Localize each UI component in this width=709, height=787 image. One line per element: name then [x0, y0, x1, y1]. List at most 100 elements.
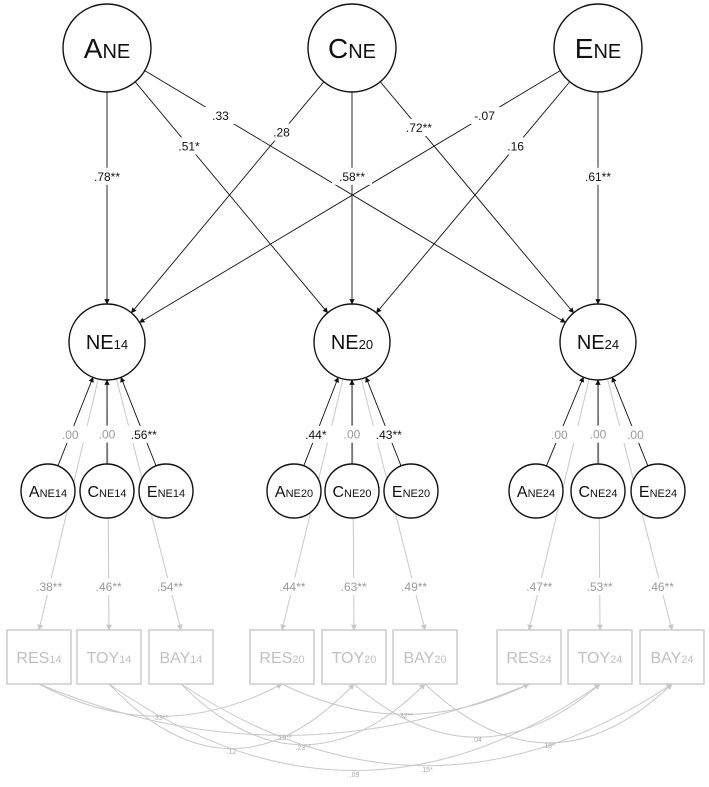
loading-label-res20: .44** — [279, 580, 305, 594]
path-label-bg — [296, 425, 335, 443]
covariance-label-bay20-bay24: .18* — [542, 743, 555, 750]
path-e-ne20 — [376, 81, 571, 314]
observed-name: RES24 — [506, 650, 551, 667]
observed-box — [639, 629, 705, 685]
specific-e24: ENE24 — [630, 463, 686, 519]
observed-box — [392, 629, 458, 685]
covariance-res20-res24 — [275, 678, 530, 715]
factor-ne20: NE20 — [313, 303, 391, 381]
specific-circle — [266, 463, 322, 519]
loading-label-toy20: .63** — [341, 580, 367, 594]
observed-name: TOY14 — [87, 650, 132, 667]
loading-label-bay20: .49** — [401, 580, 427, 594]
loading-label-bg — [88, 578, 129, 595]
path-label-bg — [88, 425, 126, 443]
specific-name: ENE20 — [392, 484, 430, 501]
specific-name: CNE24 — [578, 484, 617, 501]
observed-name: TOY24 — [578, 650, 623, 667]
path-label-e-ne14: -.07 — [474, 109, 495, 123]
factor-name: NE14 — [86, 332, 128, 354]
latent-c: CNE — [307, 3, 397, 93]
path-e20-ne20 — [365, 376, 402, 467]
covariance-label-bay14-bay24: .15* — [420, 767, 433, 774]
path-label-bg — [51, 425, 90, 443]
specific-name: ANE20 — [275, 484, 313, 501]
path-label-c-ne20: .58** — [339, 170, 365, 184]
specific-a24: ANE24 — [508, 463, 564, 519]
observed-box — [148, 629, 214, 685]
loading-label-toy24: .53** — [587, 580, 613, 594]
observed-name: BAY24 — [650, 650, 693, 667]
path-label-bg — [495, 137, 536, 155]
observed-bay14: BAY14 — [148, 629, 214, 685]
path-label-bg — [578, 167, 618, 185]
observed-res14: RES14 — [6, 629, 72, 685]
observed-bay20: BAY20 — [392, 629, 458, 685]
path-label-bg — [616, 425, 655, 443]
specific-circle — [20, 463, 76, 519]
path-label-bg — [124, 425, 163, 443]
loading-label-bg — [640, 578, 681, 595]
covariance-toy20-toy24 — [347, 678, 601, 738]
path-c-ne14 — [130, 81, 325, 314]
label-layer: .78**.51*.33.28.58**.72**-.07.16.61**.00… — [29, 106, 681, 595]
specific-a14: ANE14 — [20, 463, 76, 519]
specific-name: ANE24 — [517, 484, 555, 501]
observed-box — [567, 629, 633, 685]
latent-circle — [307, 3, 397, 93]
path-label-e14-ne14: .56** — [131, 428, 157, 442]
specific-c24: CNE24 — [570, 463, 626, 519]
latent-name: ENE — [575, 33, 621, 64]
observed-box — [321, 629, 387, 685]
covariance-layer: .33**.19**.12.09.23**.15*.32**.04.18* — [32, 678, 673, 779]
covariance-label-toy14-toy24: .09 — [350, 772, 360, 779]
specific-name: CNE20 — [332, 484, 371, 501]
observed-toy14: TOY14 — [76, 629, 142, 685]
observed-bay24: BAY24 — [639, 629, 705, 685]
specific-e14: ENE14 — [138, 463, 194, 519]
observed-res20: RES20 — [249, 629, 315, 685]
path-e24-ne24 — [611, 376, 649, 467]
latent-name: CNE — [328, 33, 376, 64]
loading-label-bg — [149, 578, 190, 595]
observed-toy20: TOY20 — [321, 629, 387, 685]
observed-name: RES20 — [259, 650, 304, 667]
specific-circle — [570, 463, 626, 519]
observed-res24: RES24 — [496, 629, 562, 685]
path-e14-ne14 — [120, 376, 157, 467]
latent-name: ANE — [84, 33, 130, 64]
path-label-bg — [169, 137, 210, 155]
path-label-a14-ne14: .00 — [62, 428, 79, 442]
path-label-bg — [261, 123, 302, 141]
latent-circle — [62, 3, 152, 93]
path-label-a24-ne24: .00 — [551, 428, 568, 442]
observed-name: BAY14 — [159, 650, 202, 667]
covariance-label-res20-res24: .32** — [398, 713, 413, 720]
path-label-bg — [332, 167, 372, 185]
specific-circle — [630, 463, 686, 519]
specific-a20: ANE20 — [266, 463, 322, 519]
path-label-e-ne20: .16 — [507, 139, 524, 153]
covariance-res14-res20 — [32, 678, 283, 717]
covariance-label-toy20-toy24: .04 — [472, 737, 482, 744]
specific-name: ANE14 — [29, 484, 67, 501]
path-label-bg — [369, 425, 408, 443]
observed-name: BAY20 — [403, 650, 446, 667]
path-label-e20-ne20: .43** — [376, 428, 402, 442]
covariance-toy14-toy24 — [102, 678, 601, 771]
specific-circle — [324, 463, 380, 519]
path-layer — [57, 70, 649, 467]
path-label-bg — [540, 425, 579, 443]
latent-a: ANE — [62, 3, 152, 93]
path-label-bg — [87, 167, 127, 185]
observed-box — [76, 629, 142, 685]
covariance-bay20-bay24 — [419, 678, 673, 744]
path-label-e-ne24: .61** — [585, 170, 611, 184]
covariance-label-bay14-bay20: .23** — [295, 745, 310, 752]
path-a24-ne24 — [545, 376, 585, 467]
path-label-bg — [200, 106, 241, 124]
factor-circle — [68, 303, 146, 381]
latent-e: ENE — [553, 3, 643, 93]
path-label-c-ne24: .72** — [406, 121, 432, 135]
